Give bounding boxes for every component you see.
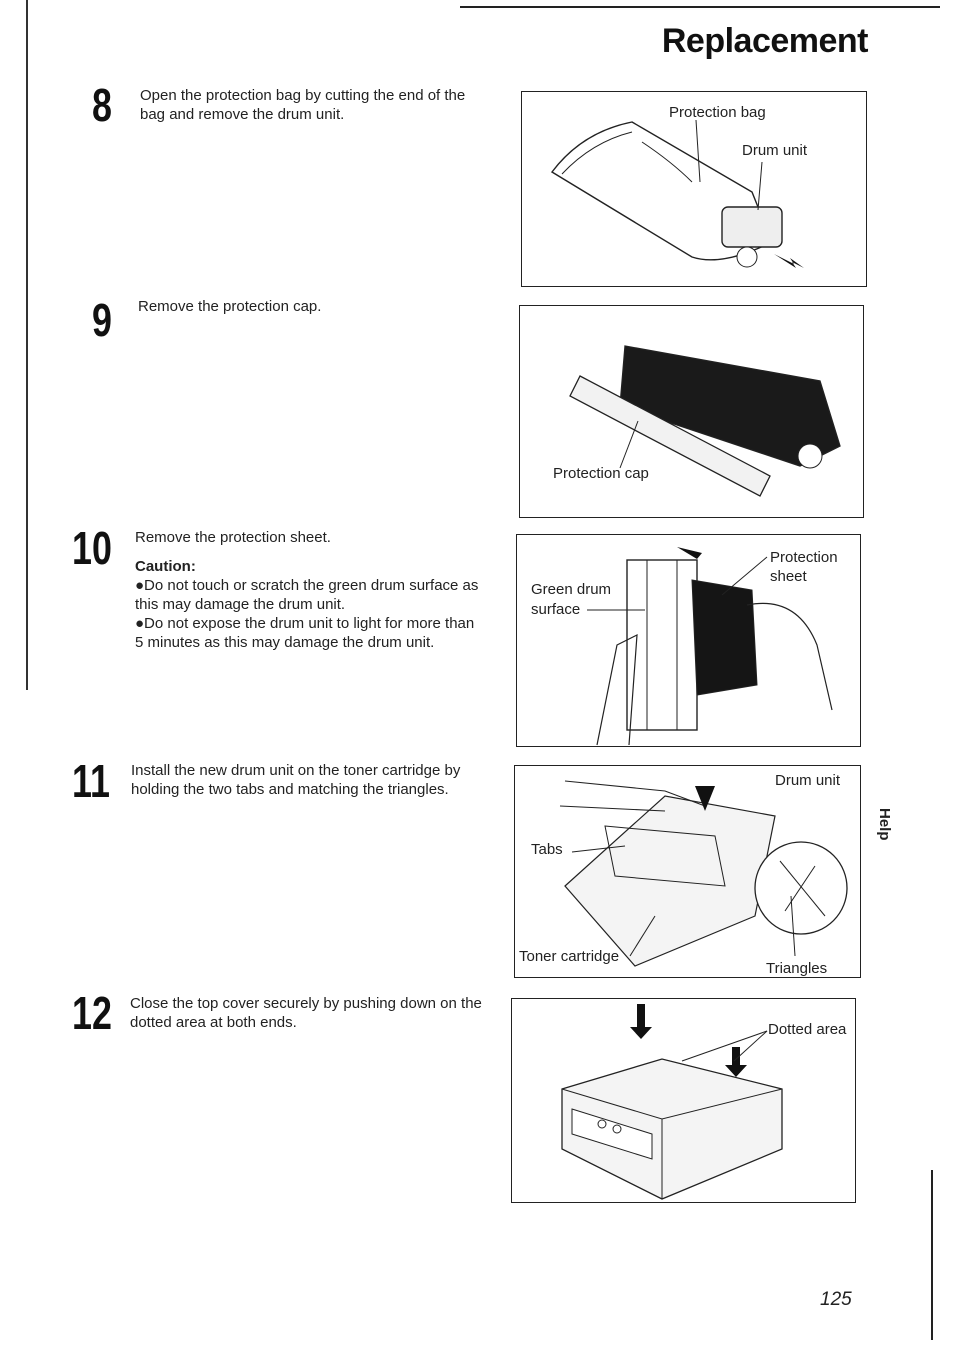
- install-drum-drawing: [559, 780, 848, 967]
- protection-sheet-drawing: [587, 547, 833, 746]
- section-tab-help: Help: [876, 808, 893, 841]
- caution-item-2: ●Do not expose the drum unit to light fo…: [135, 615, 475, 651]
- close-cover-drawing: [561, 1004, 783, 1200]
- step-8-text: Open the protection bag by cutting the e…: [140, 87, 466, 123]
- label-protection: Protection: [770, 549, 838, 566]
- label-surface: surface: [531, 601, 581, 618]
- step-9-text: Remove the protection cap.: [138, 298, 322, 315]
- page-title: Replacement: [661, 22, 869, 60]
- page-number: 125: [820, 1289, 852, 1310]
- step-11-number: 11: [72, 755, 110, 807]
- step-12-text: Close the top cover securely by pushing …: [130, 995, 482, 1031]
- step-11-text: Install the new drum unit on the toner c…: [131, 762, 461, 798]
- step-10-body: Remove the protection sheet. Caution: ●D…: [135, 528, 485, 652]
- label-tabs: Tabs: [531, 841, 563, 858]
- label-triangles: Triangles: [766, 960, 828, 977]
- top-rule: [460, 6, 940, 8]
- protection-cap-drawing: [569, 345, 841, 497]
- right-edge-mark: [931, 1170, 933, 1340]
- caution-item-1: ●Do not touch or scratch the green drum …: [135, 577, 479, 613]
- figure-protection-cap: Protection cap: [519, 305, 864, 518]
- label-dotted-area: Dotted area: [768, 1021, 847, 1038]
- binding-edge: [26, 0, 28, 690]
- label-protection-bag: Protection bag: [669, 104, 766, 121]
- protection-bag-drawing: [550, 119, 804, 268]
- label-green-drum: Green drum: [531, 581, 612, 598]
- label-drum-unit: Drum unit: [742, 142, 808, 159]
- step-9-number: 9: [92, 294, 112, 346]
- step-10-text: Remove the protection sheet.: [135, 529, 331, 546]
- label-toner-cartridge: Toner cartridge: [519, 948, 620, 965]
- label-drum-unit-install: Drum unit: [775, 772, 841, 789]
- figure-protection-bag: Protection bag Drum unit: [521, 91, 867, 287]
- step-12-number: 12: [72, 987, 112, 1039]
- figure-install-drum: Drum unit Tabs Toner cartridge Triangles: [514, 765, 861, 978]
- step-8-number: 8: [92, 79, 112, 131]
- label-protection-cap: Protection cap: [553, 465, 649, 482]
- figure-protection-sheet: Green drum surface Protection sheet: [516, 534, 861, 747]
- caution-title: Caution:: [135, 558, 196, 575]
- step-10-number: 10: [72, 522, 112, 574]
- figure-close-cover: Dotted area: [511, 998, 856, 1203]
- label-sheet: sheet: [770, 568, 807, 585]
